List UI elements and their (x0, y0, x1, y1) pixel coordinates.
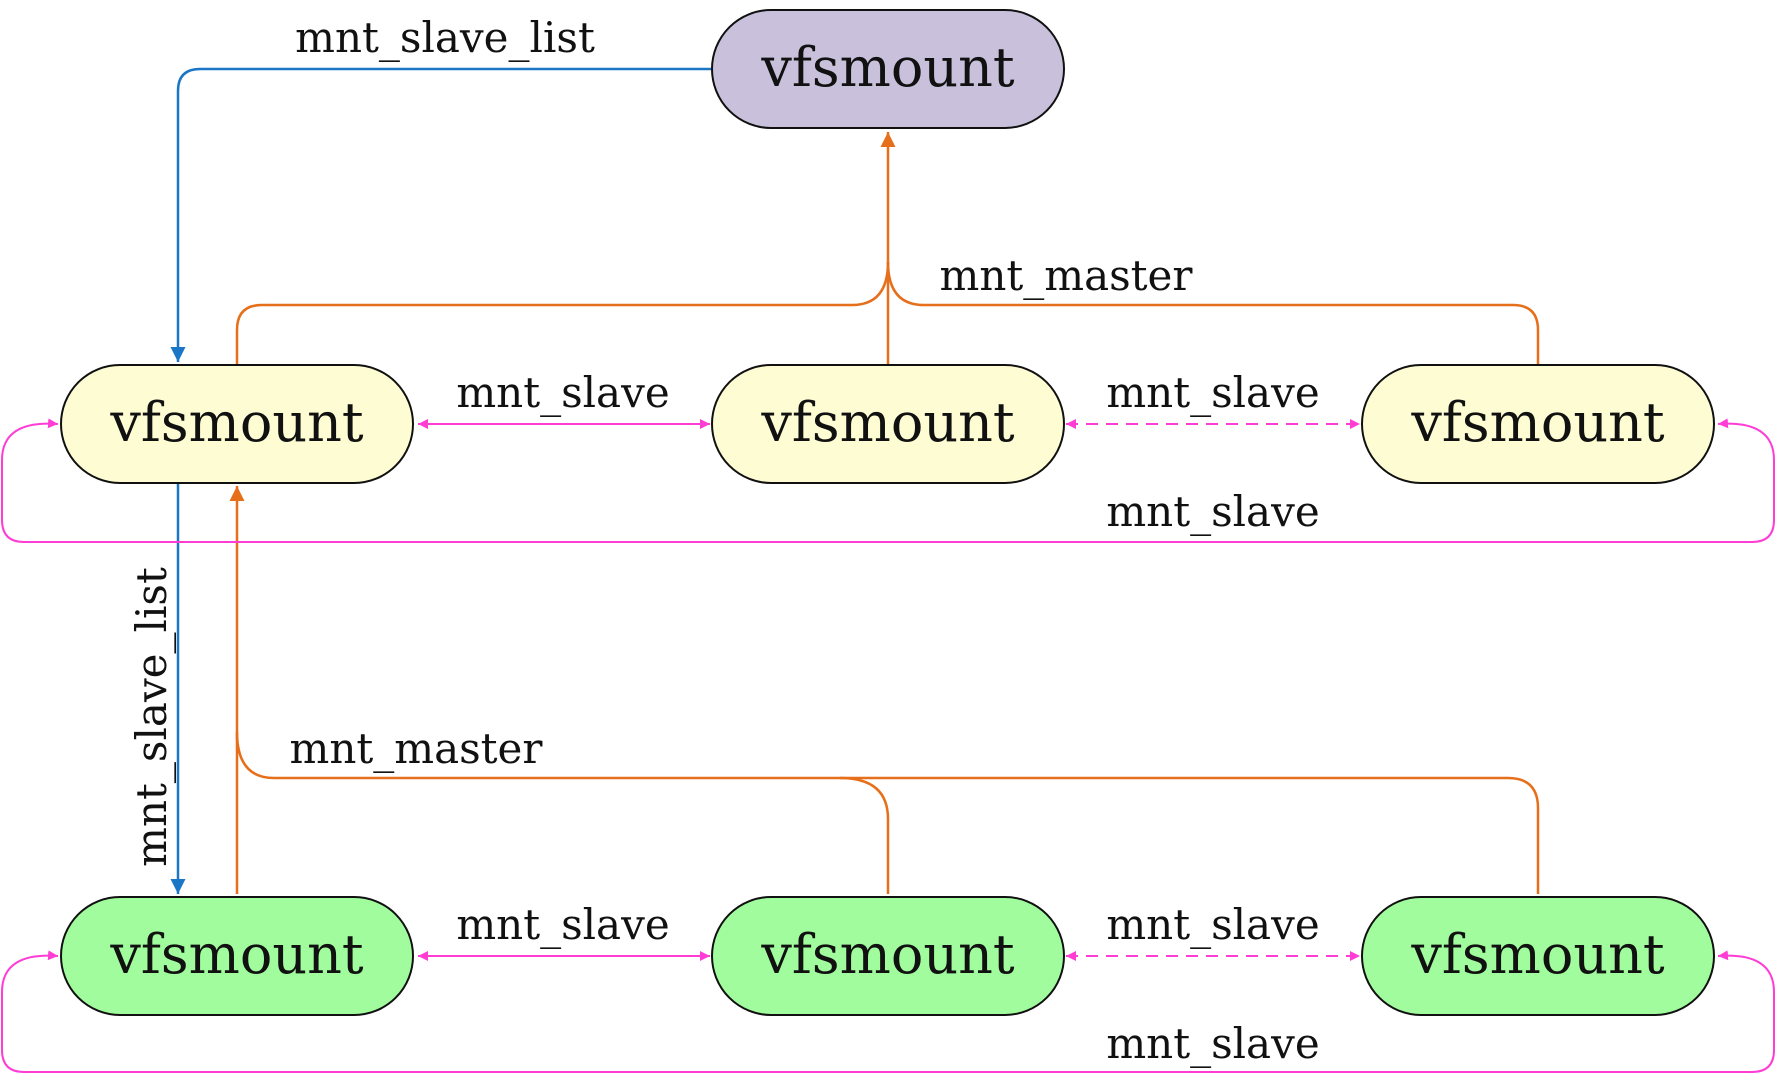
node-row1-left: vfsmount (60, 364, 414, 484)
label-master-bottom: mnt_master (290, 724, 544, 773)
label-slave-row1-wrap: mnt_slave (1106, 487, 1319, 536)
edge-row1-left-master (235, 261, 890, 364)
node-row1-right: vfsmount (1361, 364, 1715, 484)
node-row1-right-label: vfsmount (1410, 391, 1664, 454)
edge-row1-slave-wrap (1, 418, 1775, 543)
edge-row2-slave-wrap (1, 950, 1775, 1073)
edge-row2-right-master (840, 776, 1540, 894)
label-slave-row1-a: mnt_slave (456, 368, 669, 417)
label-slave-row1-b: mnt_slave (1106, 368, 1319, 417)
label-slave-row2-b: mnt_slave (1106, 900, 1319, 949)
label-slave-list-side: mnt_slave_list (127, 567, 176, 867)
node-row2-left-label: vfsmount (109, 923, 363, 986)
node-master-label: vfsmount (760, 36, 1014, 99)
label-slave-row2-a: mnt_slave (456, 900, 669, 949)
node-master: vfsmount (711, 9, 1065, 129)
node-row2-left: vfsmount (60, 896, 414, 1016)
node-row2-right-label: vfsmount (1410, 923, 1664, 986)
node-row1-left-label: vfsmount (109, 391, 363, 454)
edge-row2-left-master (235, 731, 275, 894)
label-slave-list-top: mnt_slave_list (295, 13, 595, 62)
node-row1-mid: vfsmount (711, 364, 1065, 484)
edge-row2-mid-master (274, 776, 890, 894)
node-row2-right: vfsmount (1361, 896, 1715, 1016)
edge-master-to-row1-slave-list (170, 67, 712, 362)
label-master-top: mnt_master (940, 251, 1194, 300)
node-row2-mid-label: vfsmount (760, 923, 1014, 986)
edge-row1-right-master (886, 261, 1540, 364)
node-row1-mid-label: vfsmount (760, 391, 1014, 454)
label-slave-row2-wrap: mnt_slave (1106, 1019, 1319, 1068)
node-row2-mid: vfsmount (711, 896, 1065, 1016)
